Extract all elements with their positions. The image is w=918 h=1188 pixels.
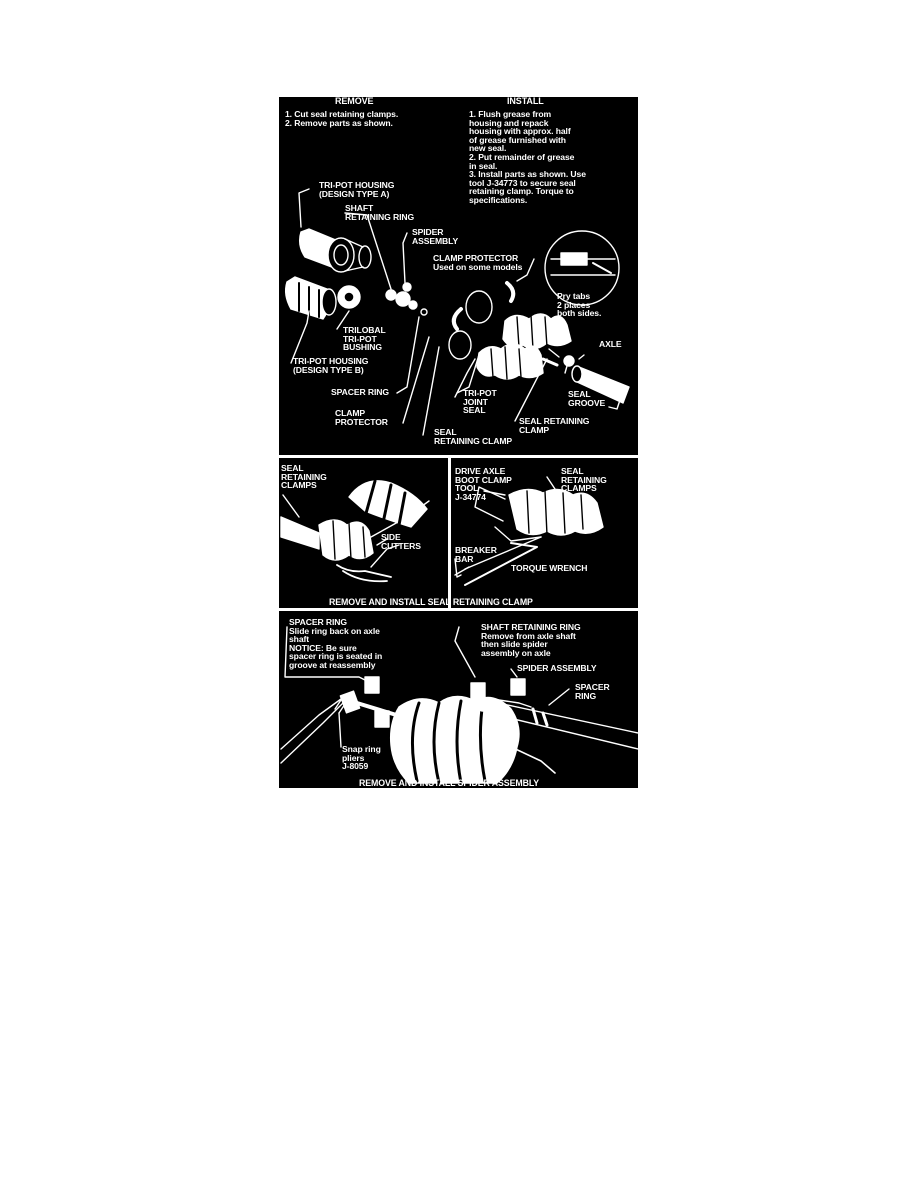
label-spacer-ring-bottom: SPACER RING [575, 682, 610, 701]
drive-axle-service-figure: REMOVE 1. Cut seal retaining clamps. 2. … [279, 97, 638, 788]
seal-clamp-rings-drawing [448, 290, 493, 360]
axle-shaft-bottom-drawing [488, 700, 638, 750]
label-seal-retaining-clamp-bottom: SEAL RETAINING CLAMP [434, 427, 513, 446]
remove-heading: REMOVE [335, 97, 374, 106]
trilobal-bushing-drawing [337, 285, 361, 309]
tri-pot-housing-a-drawing [298, 228, 372, 273]
label-pry-tabs: Pry tabs 2 places both sides. [557, 291, 602, 319]
panel-divider-middle-vertical [448, 458, 451, 608]
remove-steps: 1. Cut seal retaining clamps. 2. Remove … [285, 109, 399, 128]
label-torque-wrench: TORQUE WRENCH [511, 563, 588, 573]
label-boot-clamp-tool: DRIVE AXLE BOOT CLAMP TOOL J-34774 [455, 466, 512, 502]
label-axle: AXLE [599, 339, 622, 349]
pry-tab-detail-drawing [544, 230, 620, 306]
spider-assembly-right-drawing [470, 678, 532, 712]
tri-pot-housing-b-drawing [284, 276, 337, 320]
bottom-leaders [284, 626, 570, 748]
label-spider-assembly-top: SPIDER ASSEMBLY [412, 227, 459, 246]
clamp-protector-drawings [451, 281, 516, 331]
label-breaker-bar: BREAKER BAR [455, 545, 497, 564]
label-clamp-protector-top: CLAMP PROTECTOR Used on some models [433, 253, 523, 272]
label-tri-pot-joint-seal: TRI-POT JOINT SEAL [463, 388, 497, 416]
snap-ring-pliers-drawing [280, 696, 348, 764]
middle-right-leaders [454, 476, 560, 578]
side-cutter-boot-drawing [280, 479, 430, 583]
caption-seal-retaining-clamp: REMOVE AND INSTALL SEAL RETAINING CLAMP [329, 597, 533, 607]
figure-line-art [280, 188, 638, 785]
label-seal-retaining-clamps-right: SEAL RETAINING CLAMPS [561, 466, 607, 494]
label-tri-pot-housing-b: TRI-POT HOUSING (DESIGN TYPE B) [293, 356, 369, 375]
label-spider-assembly-bottom: SPIDER ASSEMBLY [517, 663, 597, 673]
label-snap-ring-pliers: Snap ring pliers J-8059 [342, 744, 381, 772]
label-spacer-ring-note: SPACER RING Slide ring back on axle shaf… [289, 617, 383, 670]
label-spacer-ring-top: SPACER RING [331, 387, 389, 397]
tri-pot-joint-seal-drawing [476, 313, 572, 380]
boot-clamp-tool-drawing [454, 486, 604, 586]
label-seal-groove: SEAL GROOVE [568, 389, 606, 408]
panel-divider-top [279, 455, 638, 458]
label-clamp-protector-bottom: CLAMP PROTECTOR [335, 408, 388, 427]
label-shaft-retaining-ring-note: SHAFT RETAINING RING Remove from axle sh… [481, 622, 581, 658]
label-seal-retaining-clamp-right: SEAL RETAINING CLAMP [519, 416, 590, 435]
top-leader-lines [290, 188, 622, 436]
cv-boot-bottom-drawing [389, 695, 556, 785]
install-steps: 1. Flush grease from housing and repack … [469, 109, 586, 205]
label-side-cutters: SIDE CUTTERS [381, 532, 421, 551]
install-heading: INSTALL [507, 97, 544, 106]
label-trilobal-bushing: TRILOBAL TRI-POT BUSHING [343, 325, 386, 353]
label-tri-pot-housing-a: TRI-POT HOUSING (DESIGN TYPE A) [319, 180, 395, 199]
axle-shaft-drawing [563, 355, 630, 404]
middle-left-leaders [282, 494, 388, 546]
label-shaft-retaining-ring: SHAFT RETAINING RING [345, 203, 415, 222]
spider-assembly-drawing [385, 282, 428, 316]
panel-divider-bottom [279, 608, 638, 611]
label-seal-retaining-clamps-left: SEAL RETAINING CLAMPS [281, 463, 327, 491]
caption-spider-assembly: REMOVE AND INSTALL SPIDER ASSEMBLY [359, 778, 540, 788]
